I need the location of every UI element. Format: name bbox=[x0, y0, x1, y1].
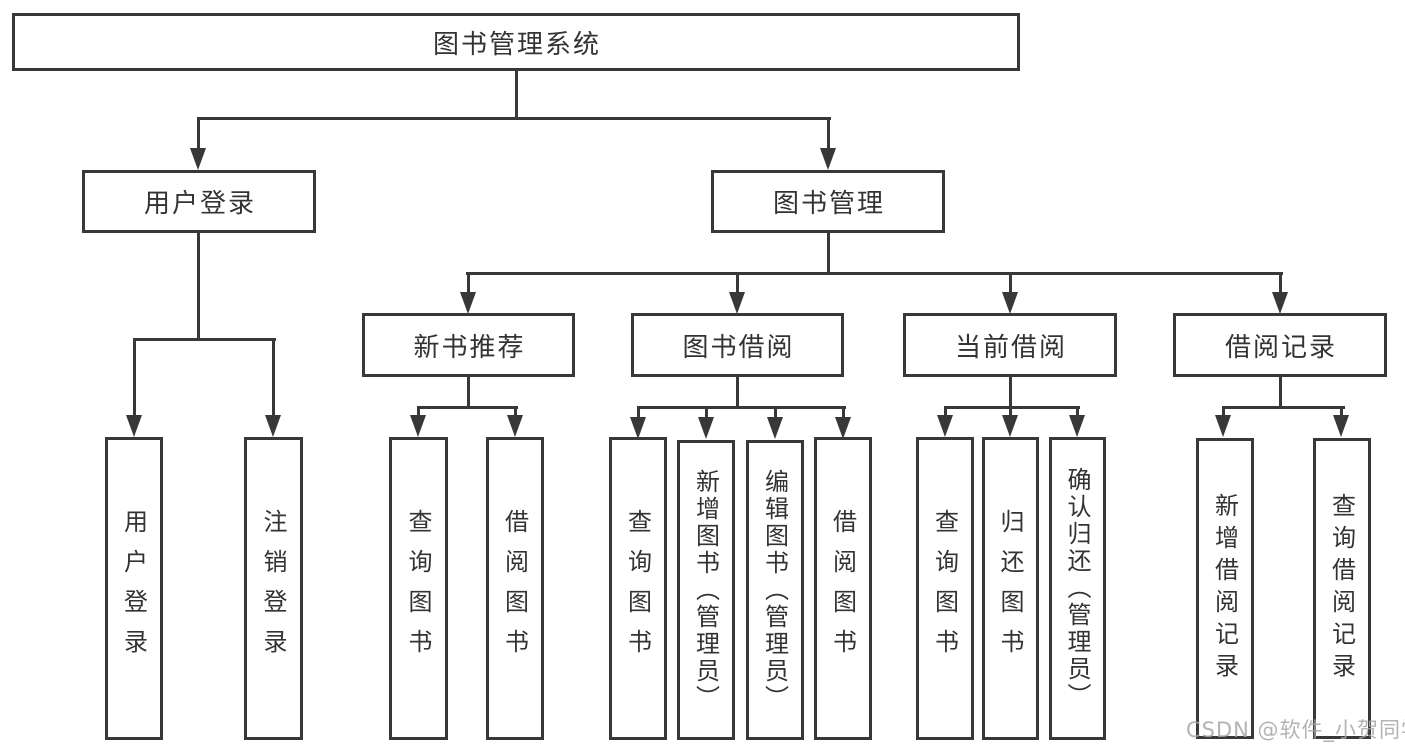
arrow-down-icon bbox=[1272, 292, 1288, 314]
node-current-borrow: 当前借阅 bbox=[903, 313, 1117, 377]
leaf-return-books: 归还图书 bbox=[982, 437, 1039, 740]
leaf-query-borrow-record: 查询借阅记录 bbox=[1313, 438, 1371, 739]
connector-line bbox=[417, 406, 420, 417]
arrow-down-icon bbox=[1002, 415, 1018, 437]
connector-line bbox=[944, 406, 1080, 409]
node-new-book-recommend: 新书推荐 bbox=[362, 313, 575, 377]
leaf-add-borrow-record: 新增借阅记录 bbox=[1196, 438, 1254, 739]
arrow-down-icon bbox=[460, 292, 476, 314]
node-user-login: 用户登录 bbox=[82, 170, 316, 233]
node-library-management-system: 图书管理系统 bbox=[12, 13, 1020, 71]
connector-line bbox=[197, 232, 200, 341]
arrow-down-icon bbox=[1333, 415, 1349, 437]
connector-line bbox=[1222, 406, 1225, 417]
connector-line bbox=[736, 272, 739, 294]
connector-line bbox=[827, 233, 830, 275]
leaf-add-books-admin: 新增图书（管理员） bbox=[677, 440, 735, 740]
leaf-query-books-current: 查询图书 bbox=[916, 437, 974, 740]
connector-line bbox=[1009, 377, 1012, 409]
connector-line bbox=[736, 376, 739, 409]
connector-line bbox=[827, 117, 830, 150]
connector-line bbox=[1076, 406, 1079, 417]
node-book-management: 图书管理 bbox=[711, 170, 945, 233]
connector-line bbox=[467, 272, 470, 294]
arrow-down-icon bbox=[265, 415, 281, 437]
arrow-down-icon bbox=[1002, 292, 1018, 314]
connector-line bbox=[272, 338, 275, 417]
watermark: CSDN @软件_小贺同学 bbox=[1186, 718, 1405, 742]
connector-line bbox=[637, 406, 846, 409]
arrow-down-icon bbox=[767, 417, 783, 439]
arrow-down-icon bbox=[698, 417, 714, 439]
arrow-down-icon bbox=[507, 415, 523, 437]
leaf-logout: 注销登录 bbox=[244, 437, 303, 740]
connector-line bbox=[467, 376, 470, 409]
connector-line bbox=[515, 70, 518, 117]
connector-line bbox=[842, 406, 845, 419]
node-book-borrow: 图书借阅 bbox=[631, 313, 844, 377]
connector-line bbox=[1009, 406, 1012, 417]
connector-line bbox=[1340, 406, 1343, 417]
connector-line bbox=[133, 338, 276, 341]
leaf-edit-books-admin: 编辑图书（管理员） bbox=[746, 440, 804, 740]
arrow-down-icon bbox=[1069, 415, 1085, 437]
arrow-down-icon bbox=[190, 148, 206, 170]
connector-line bbox=[197, 117, 831, 120]
leaf-user-login: 用户登录 bbox=[105, 437, 163, 740]
leaf-query-books-recommend: 查询图书 bbox=[389, 437, 448, 740]
arrow-down-icon bbox=[835, 417, 851, 439]
connector-line bbox=[705, 406, 708, 419]
connector-line bbox=[466, 272, 1283, 275]
leaf-borrow-books: 借阅图书 bbox=[814, 437, 872, 740]
connector-line bbox=[774, 406, 777, 419]
leaf-confirm-return-admin: 确认归还（管理员） bbox=[1049, 437, 1106, 740]
arrow-down-icon bbox=[729, 292, 745, 314]
connector-line bbox=[1222, 406, 1345, 409]
arrow-down-icon bbox=[937, 415, 953, 437]
leaf-query-books-borrow: 查询图书 bbox=[609, 437, 667, 740]
arrow-down-icon bbox=[1215, 415, 1231, 437]
connector-line bbox=[944, 406, 947, 417]
leaf-borrow-books-recommend: 借阅图书 bbox=[486, 437, 544, 740]
arrow-down-icon bbox=[126, 415, 142, 437]
connector-line bbox=[637, 406, 640, 419]
connector-line bbox=[1279, 377, 1282, 409]
arrow-down-icon bbox=[410, 415, 426, 437]
connector-line bbox=[1009, 272, 1012, 294]
connector-line bbox=[514, 406, 517, 417]
arrow-down-icon bbox=[820, 148, 836, 170]
connector-line bbox=[417, 406, 518, 409]
connector-line bbox=[197, 117, 200, 150]
connector-line bbox=[1279, 272, 1282, 294]
arrow-down-icon bbox=[630, 417, 646, 439]
connector-line bbox=[133, 338, 136, 417]
node-borrow-records: 借阅记录 bbox=[1173, 313, 1387, 377]
